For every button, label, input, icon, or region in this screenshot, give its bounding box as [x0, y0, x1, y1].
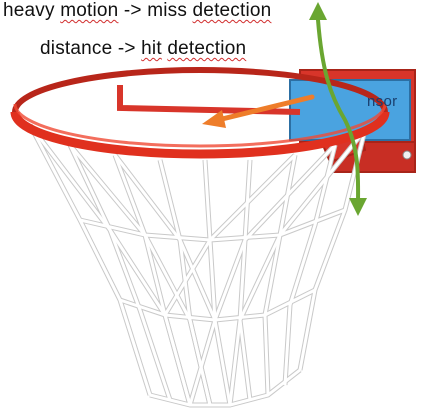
caption-text: detection [192, 0, 272, 21]
caption-text: -> miss [118, 0, 193, 21]
caption-heavy-motion: heavy motion -> miss detection [3, 0, 271, 22]
caption-text: heavy [3, 0, 61, 21]
motion-arrow [309, 2, 367, 216]
caption-text: distance -> [40, 38, 142, 59]
net [27, 123, 368, 408]
caption-text: motion [60, 0, 119, 21]
rim-front [10, 111, 390, 159]
caption-text: hit [141, 38, 162, 59]
distance-arrow [202, 94, 315, 128]
caption-text: detection [167, 38, 247, 59]
caption-distance: distance -> hit detection [40, 38, 246, 60]
rim-brace [117, 85, 301, 115]
sensor-label: nsor [367, 93, 398, 110]
